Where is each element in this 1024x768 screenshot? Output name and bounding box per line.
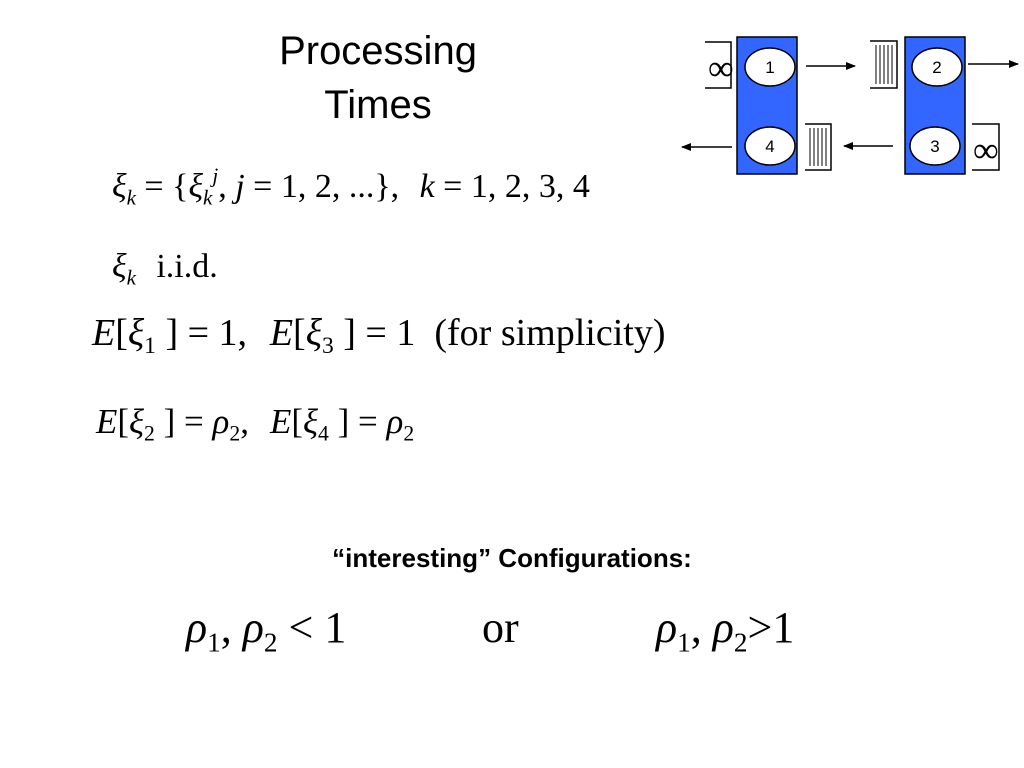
title-line-1: Processing — [279, 29, 477, 73]
xi-definition-equation: ξk = {ξkj, j = 1, 2, ...},k = 1, 2, 3, 4 — [112, 163, 590, 210]
mean-times-1-3-equation: E[ξ1 ] = 1,E[ξ3 ] = 1 (for simplicity) — [92, 312, 666, 360]
title-line-2: Times — [324, 83, 432, 127]
infinite-buffer-3: ∞ — [972, 123, 1000, 171]
station-1: 1 — [744, 47, 796, 87]
configurations-heading: “interesting” Configurations: — [332, 543, 692, 573]
infinite-buffer-1: ∞ — [705, 41, 734, 89]
config-high-load-equation: ρ1, ρ2>1 — [656, 603, 795, 658]
slide-title: Processing Times — [228, 24, 528, 132]
queueing-network-diagram: ∞ 1 4 2 3 ∞ — [681, 36, 1019, 175]
mean-times-2-4-equation: E[ξ2 ] = ρ2,E[ξ4 ] = ρ2 — [96, 402, 415, 446]
infinity-symbol-3: ∞ — [973, 130, 999, 170]
station-3-label: 3 — [930, 137, 939, 156]
station-3: 3 — [909, 126, 961, 166]
station-1-label: 1 — [765, 58, 774, 77]
station-2-label: 2 — [932, 58, 941, 77]
station-4: 4 — [744, 126, 796, 166]
buffer-queue-2 — [870, 40, 898, 89]
station-2: 2 — [911, 47, 963, 87]
infinity-symbol-1: ∞ — [708, 48, 734, 88]
config-low-load-equation: ρ1, ρ2 < 1 — [186, 603, 347, 658]
buffer-queue-4 — [805, 123, 832, 171]
station-4-label: 4 — [765, 137, 774, 156]
config-or-word: or — [482, 603, 519, 652]
